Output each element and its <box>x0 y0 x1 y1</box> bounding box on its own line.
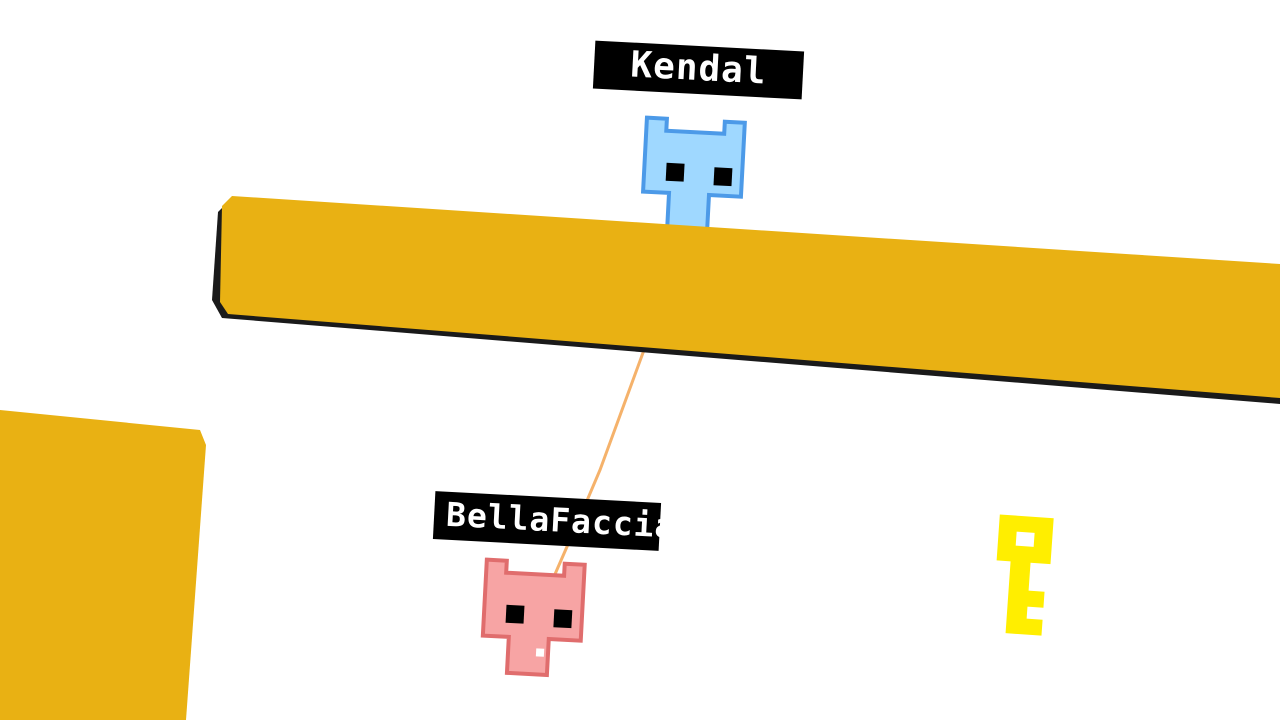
left-wall-platform <box>0 410 206 720</box>
key-icon <box>996 514 1054 636</box>
player-kendal <box>640 115 747 234</box>
player-kendal-body <box>640 115 747 234</box>
player-bellafaccia-eye-left <box>505 604 525 624</box>
player-kendal-eye-left <box>665 162 685 182</box>
player-bellafaccia-eye-right <box>553 609 573 629</box>
player-kendal-eye-right <box>713 167 733 187</box>
player-bellafaccia-body <box>480 557 587 678</box>
player-bellafaccia-highlight <box>535 648 545 657</box>
upper-platform <box>220 196 1280 398</box>
player-bellafaccia <box>480 557 587 678</box>
key-shape <box>996 514 1054 636</box>
